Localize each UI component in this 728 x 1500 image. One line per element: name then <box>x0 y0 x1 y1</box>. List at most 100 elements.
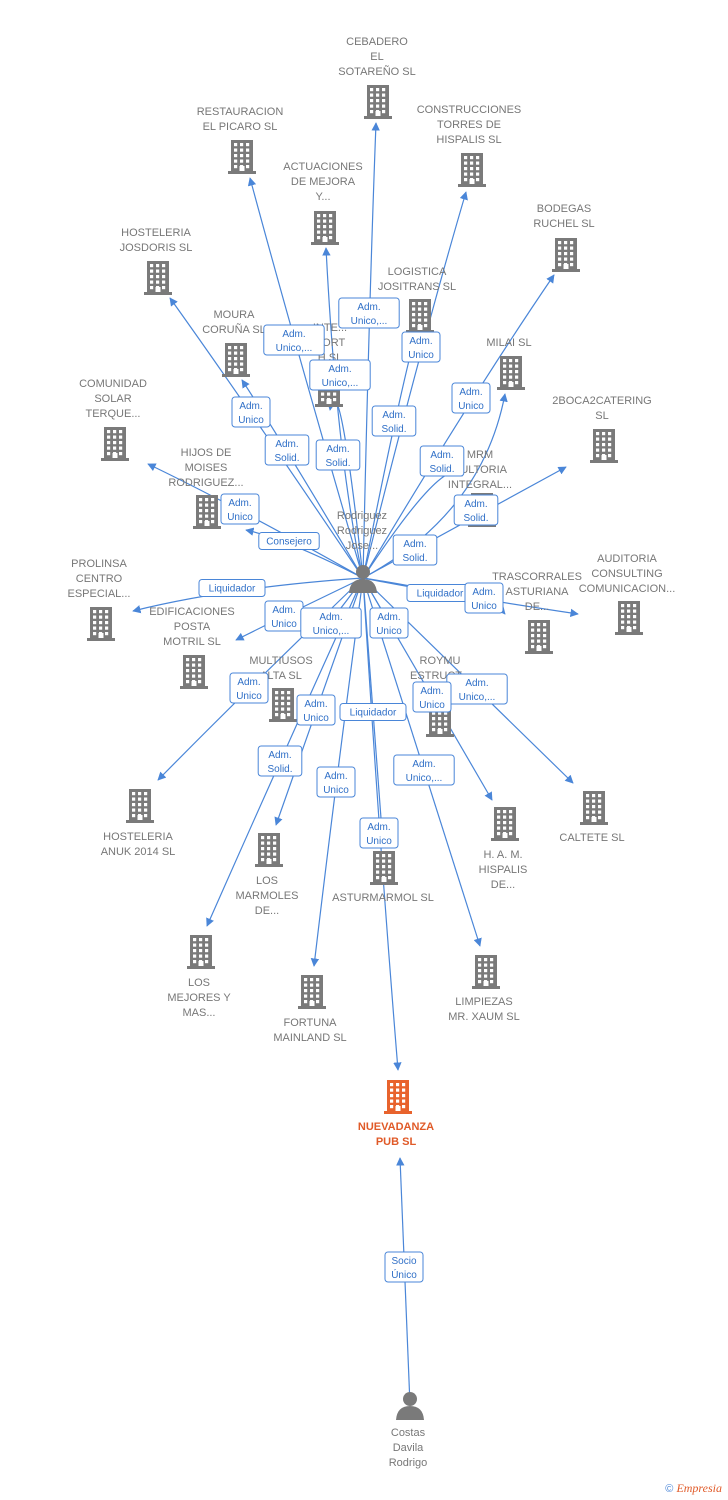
company-node-caltete[interactable]: CALTETE SL <box>559 791 625 844</box>
relation-label-c_mejores[interactable]: Adm.Solid. <box>257 745 303 777</box>
building-icon <box>255 833 283 867</box>
relation-label-box <box>384 1251 424 1283</box>
company-label-line: MILAI SL <box>486 337 531 349</box>
building-icon <box>552 238 580 272</box>
company-label-line: TERQUE... <box>85 408 140 420</box>
relation-label-text: Adm. <box>412 759 435 770</box>
relation-label-c_2boca[interactable]: Adm.Solid. <box>392 534 438 566</box>
company-label-line: MEJORES Y <box>167 992 231 1004</box>
relation-label-c_multiusos[interactable]: Adm.Unico,... <box>300 607 362 639</box>
relation-label-c_asturmarmol[interactable]: Liquidador <box>339 703 407 721</box>
company-node-marmoles[interactable]: LOSMARMOLESDE... <box>236 833 299 917</box>
relation-label-text: Adm. <box>268 750 291 761</box>
company-label-line: HISPALIS <box>479 864 528 876</box>
relation-label-c_restauracion[interactable]: Adm.Unico,... <box>263 324 325 356</box>
relation-label-box <box>451 382 491 414</box>
relation-label-c_marmoles[interactable]: Adm.Unico <box>296 694 336 726</box>
relation-label-c_comunidad[interactable]: Adm.Unico <box>220 493 260 525</box>
company-node-milai[interactable]: MILAI SL <box>486 337 532 390</box>
relation-label-text: Unico,... <box>276 343 313 354</box>
relation-label-c_limpiezas[interactable]: Adm.Unico,... <box>393 754 455 786</box>
relation-label-text: Adm. <box>403 539 426 550</box>
person-icon <box>349 565 377 593</box>
relation-label-c_hamhispalis[interactable]: Adm.Unico <box>412 681 452 713</box>
company-node-asturmarmol[interactable]: ASTURMARMOL SL <box>332 851 434 904</box>
relation-label-c_edificaciones[interactable]: Adm.Unico <box>264 600 304 632</box>
relation-label-c_roymu[interactable]: Adm.Unico <box>369 607 409 639</box>
relation-label-c_inte[interactable]: Adm.Unico,... <box>309 359 371 391</box>
relation-label-c_construcciones[interactable]: Adm.Unico <box>401 331 441 363</box>
company-label-line: TORRES DE <box>437 119 501 131</box>
copyright-footer[interactable]: © Empresia <box>665 1481 722 1496</box>
relation-label-c_actuaciones[interactable]: Adm.Solid. <box>315 439 361 471</box>
building-icon <box>580 791 608 825</box>
relation-label-c_hosteleria_anuk[interactable]: Adm.Unico <box>229 672 269 704</box>
company-label-line: HISPALIS SL <box>436 134 501 146</box>
building-icon <box>222 343 250 377</box>
relation-label-text: Adm. <box>472 587 495 598</box>
edge-p1-c_cebadero <box>362 122 380 579</box>
relation-label-box <box>393 754 455 786</box>
edge-p1-c_actuaciones <box>322 247 364 579</box>
company-label-line: ASTURMARMOL SL <box>332 892 434 904</box>
relation-label-box <box>220 493 260 525</box>
relation-label-c_prolinsa[interactable]: Liquidador <box>198 579 266 597</box>
relation-label-c_auditoria[interactable]: Liquidador <box>406 584 474 602</box>
relation-label-text: Liquidador <box>350 708 397 719</box>
building-icon <box>269 688 297 722</box>
person-node-p1[interactable]: RodriguezRodriguezJose... <box>337 510 387 593</box>
relation-label-box <box>453 494 499 526</box>
relation-label-text: Liquidador <box>209 584 256 595</box>
company-label-line: EL <box>370 51 383 63</box>
relation-label-box <box>229 672 269 704</box>
relation-label-text: Unico <box>458 401 484 412</box>
company-node-hijos[interactable]: HIJOS DEMOISESRODRIGUEZ... <box>168 447 244 529</box>
relation-label-c_nuevadanza[interactable]: Adm.Unico <box>359 817 399 849</box>
relation-label-c_logistica[interactable]: Adm.Solid. <box>371 405 417 437</box>
relation-label-c_fortuna[interactable]: Adm.Unico <box>316 766 356 798</box>
company-node-auditoria[interactable]: AUDITORIACONSULTINGCOMUNICACION... <box>579 553 676 635</box>
company-node-prolinsa[interactable]: PROLINSACENTROESPECIAL... <box>68 558 131 641</box>
relation-label-c_bodegas[interactable]: Adm.Unico <box>451 382 491 414</box>
company-label-line: POSTA <box>174 621 211 633</box>
relation-label-c_hijos[interactable]: Consejero <box>258 532 320 550</box>
relation-label-c_hosteleria_josdoris[interactable]: Adm.Unico <box>231 396 271 428</box>
company-label-line: DE MEJORA <box>291 176 356 188</box>
relation-label-c_trascorrales[interactable]: Adm.Unico <box>464 582 504 614</box>
relation-label-text: Unico <box>238 415 264 426</box>
company-node-hamhispalis[interactable]: H. A. M.HISPALISDE... <box>479 807 528 891</box>
relation-label-c_moura[interactable]: Adm.Solid. <box>264 434 310 466</box>
company-label-line: LIMPIEZAS <box>455 996 512 1008</box>
relation-label-box <box>464 582 504 614</box>
company-label-line: HIJOS DE <box>181 447 232 459</box>
company-node-comunidad[interactable]: COMUNIDADSOLARTERQUE... <box>79 378 147 461</box>
relation-label-c_mrm[interactable]: Adm.Solid. <box>419 445 465 477</box>
building-icon <box>491 807 519 841</box>
relation-label-c_milai[interactable]: Adm.Solid. <box>453 494 499 526</box>
company-label-line: CALTETE SL <box>559 832 624 844</box>
relation-label-c_cebadero[interactable]: Adm.Unico,... <box>338 297 400 329</box>
company-label-line: COMUNICACION... <box>579 583 676 595</box>
relation-label-text: Unico,... <box>351 316 388 327</box>
company-node-trascorrales[interactable]: TRASCORRALESASTURIANADE... <box>492 571 582 654</box>
relation-label-c_caltete[interactable]: Adm.Unico,... <box>446 673 508 705</box>
building-icon <box>298 975 326 1009</box>
